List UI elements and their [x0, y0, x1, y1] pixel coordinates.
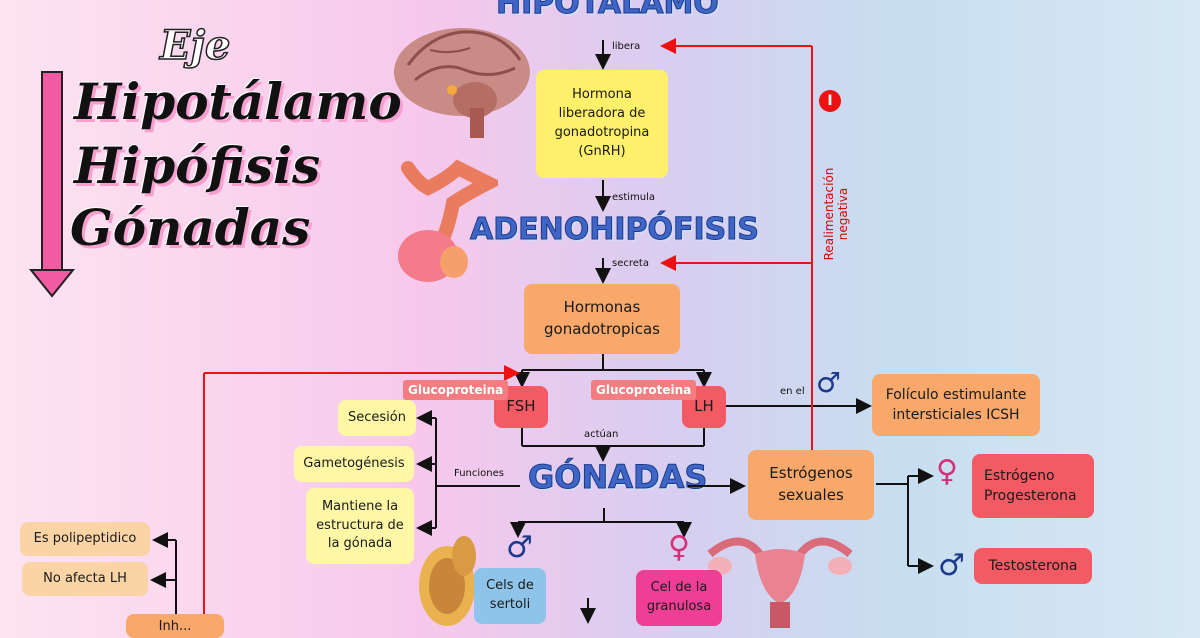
- label-actuan: actúan: [584, 429, 619, 440]
- pituitary-image: [398, 159, 498, 282]
- label-funciones: Funciones: [454, 468, 504, 479]
- box-es-polipeptidico: Es polipeptidico: [20, 522, 150, 556]
- tag-glucoproteina-fsh: Glucoproteina: [403, 380, 509, 400]
- label-en-el: en el: [780, 386, 805, 397]
- box-gametogenesis: Gametogénesis: [294, 446, 414, 482]
- male-symbol-icon-2: ♂: [938, 548, 965, 583]
- male-symbol-icon: ♂: [816, 366, 842, 399]
- box-foliculo-icsh: Folículo estimulante intersticiales ICSH: [872, 374, 1040, 436]
- box-gnrh: Hormona liberadora de gonadotropina (GnR…: [536, 70, 668, 178]
- heading-gonadas: GÓNADAS: [527, 458, 708, 497]
- box-cels-sertoli: Cels de sertoli: [474, 568, 546, 624]
- testis-image: [419, 536, 476, 626]
- label-libera: libera: [612, 41, 641, 52]
- box-hormonas-gonadotropicas: Hormonas gonadotropicas: [524, 284, 680, 354]
- title-eje: Eje: [159, 21, 231, 70]
- box-mantiene-estructura: Mantiene la estructura de la gónada: [306, 488, 414, 564]
- tag-glucoproteina-lh: Glucoproteina: [591, 380, 697, 400]
- minus-badge-text: I: [827, 93, 833, 109]
- title-gonadas: Gónadas: [70, 198, 311, 257]
- box-estrogenos-sexuales: Estrógenos sexuales: [748, 450, 874, 520]
- female-symbol-icon: ♀: [936, 454, 958, 489]
- minus-badge-icon: I: [819, 90, 841, 112]
- box-testosterona: Testosterona: [974, 548, 1092, 584]
- male-symbol-icon-3: ♂: [506, 530, 533, 565]
- brain-image: [394, 28, 530, 138]
- title-hipotalamo: Hipotálamo: [74, 72, 402, 131]
- box-cel-granulosa: Cel de la granulosa: [636, 570, 722, 626]
- box-secesion: Secesión: [338, 400, 416, 436]
- title-hipofisis: Hipófisis: [74, 136, 321, 195]
- label-estimula: estimula: [612, 192, 656, 203]
- heading-adenohipofisis: ADENOHIPÓFISIS: [469, 212, 760, 248]
- female-symbol-icon-2: ♀: [668, 530, 690, 565]
- box-inhibina-partial: Inh...: [126, 614, 224, 638]
- down-arrow-icon: [28, 71, 76, 298]
- box-estrogeno-progesterona: Estrógeno Progesterona: [972, 454, 1094, 518]
- label-secreta: secreta: [612, 258, 649, 269]
- box-no-afecta-lh: No afecta LH: [22, 562, 148, 596]
- label-realimentacion: Realimentación negativa: [822, 167, 850, 261]
- heading-hipotalamo: HIPOTÁLAMO: [496, 0, 720, 22]
